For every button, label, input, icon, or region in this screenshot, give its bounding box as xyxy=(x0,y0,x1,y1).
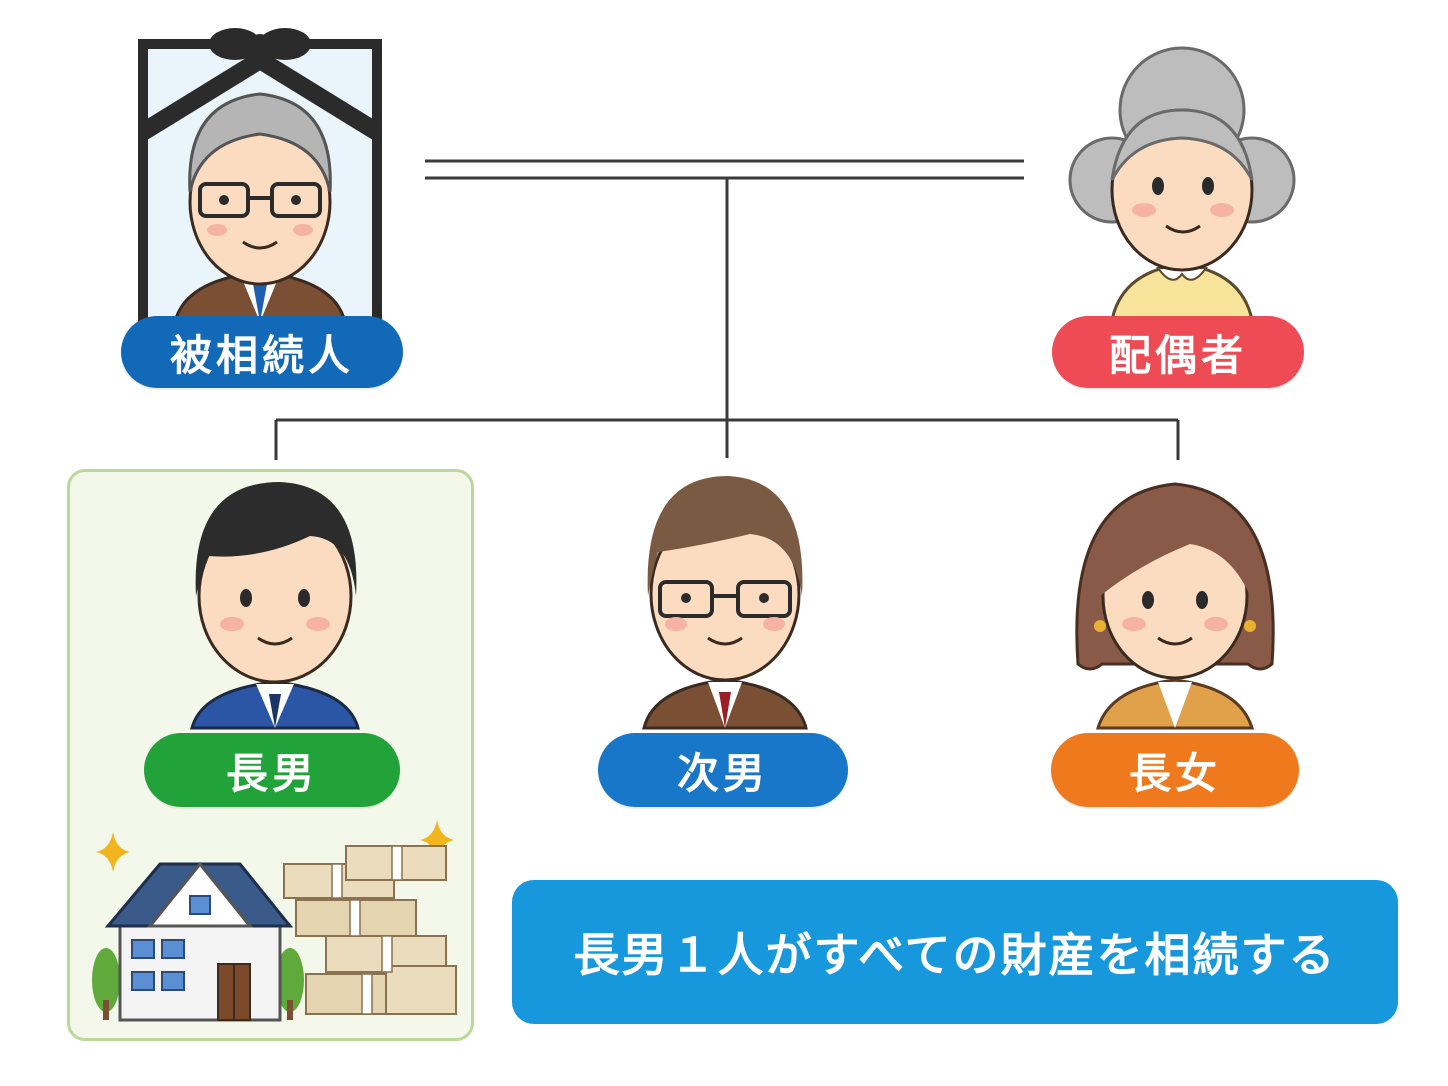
middle-aged-man-icon xyxy=(642,476,808,730)
sparkle-icon xyxy=(96,832,130,872)
eldest-son-label: 長男 xyxy=(144,733,400,807)
sparkle-icon xyxy=(420,820,454,860)
house-icon xyxy=(92,861,304,1022)
woman-icon xyxy=(1075,482,1275,730)
cash-bundles-icon xyxy=(283,845,457,1015)
eldest-daughter-label: 長女 xyxy=(1051,733,1299,807)
deceased-elderly-man-icon xyxy=(138,28,382,339)
conclusion-banner: 長男１人がすべての財産を相続する xyxy=(512,880,1398,1024)
young-man-icon xyxy=(190,482,360,730)
elderly-woman-icon xyxy=(1068,46,1296,322)
deceased-label: 被相続人 xyxy=(121,316,403,388)
second-son-label: 次男 xyxy=(598,733,848,807)
spouse-label: 配偶者 xyxy=(1052,316,1304,388)
